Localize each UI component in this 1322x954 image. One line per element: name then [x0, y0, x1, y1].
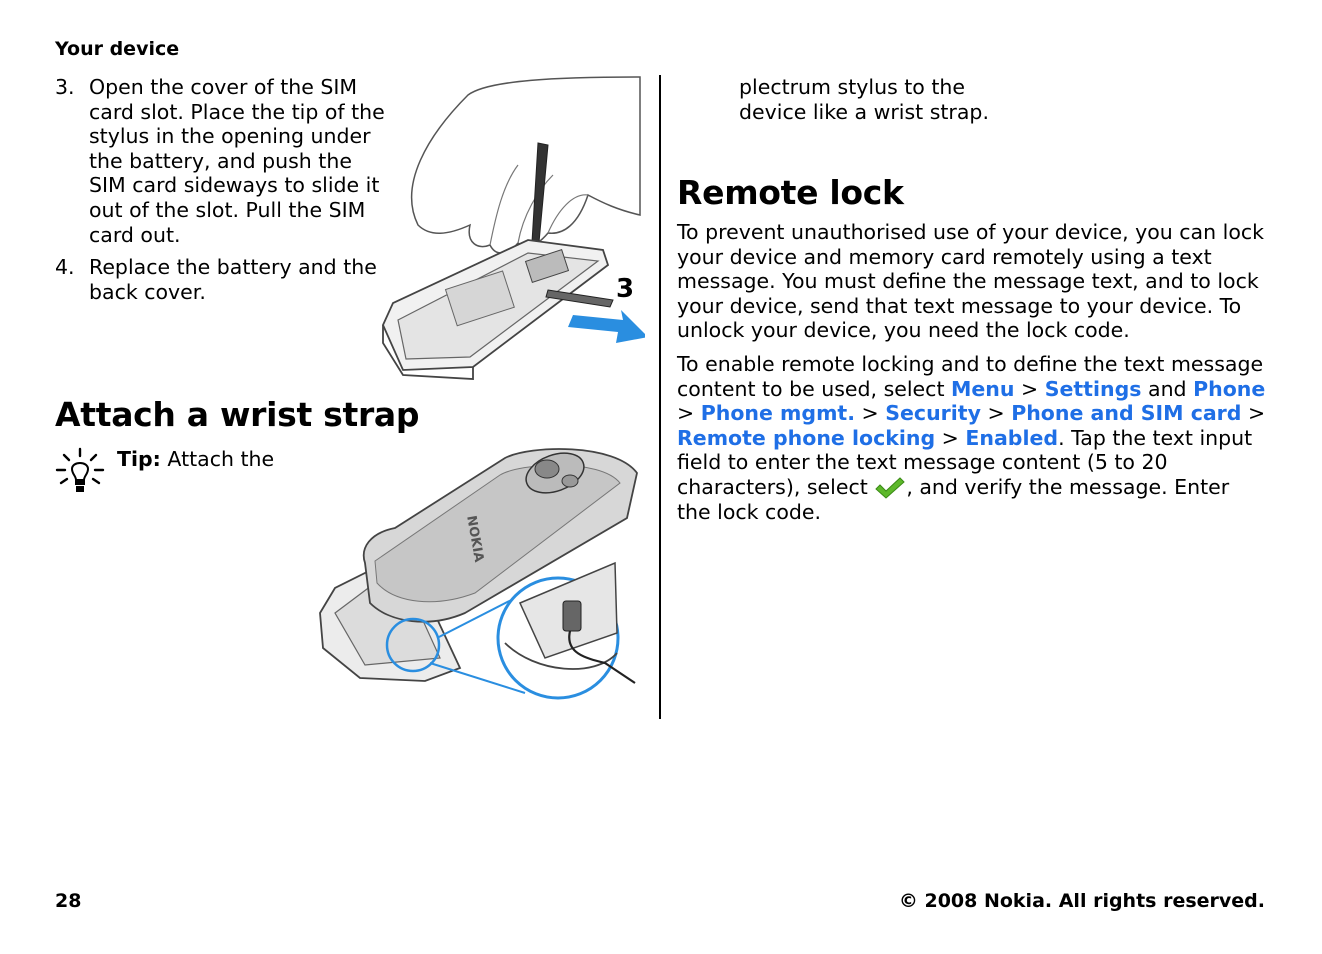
- remote-lock-instructions: To enable remote locking and to define t…: [677, 352, 1269, 525]
- path-separator: >: [855, 401, 886, 426]
- lightbulb-icon: [55, 447, 105, 492]
- running-header: Your device: [55, 38, 180, 60]
- instruction-text: . Tap the text input field to enter the …: [677, 425, 1253, 499]
- step-text: Replace the battery and the back cover.: [89, 255, 377, 304]
- wrist-strap-title: Attach a wrist strap: [55, 395, 420, 434]
- path-separator: >: [677, 401, 701, 426]
- checkmark-icon[interactable]: [874, 476, 906, 500]
- path-separator: >: [1241, 401, 1266, 426]
- menu-link[interactable]: Menu: [951, 376, 1015, 401]
- copyright: © 2008 Nokia. All rights reserved.: [898, 890, 1265, 912]
- step-number: 3.: [55, 75, 75, 99]
- security-link[interactable]: Security: [885, 401, 981, 426]
- instruction-text: , and verify the message. Enter the lock…: [677, 474, 1230, 524]
- page-number: 28: [55, 890, 82, 912]
- instruction-text: To enable remote locking and to define t…: [677, 352, 1264, 401]
- path-separator: >: [1014, 376, 1045, 401]
- column-divider: [659, 75, 661, 719]
- wrist-strap-illustration: NOKIA: [319, 448, 638, 700]
- enabled-link[interactable]: Enabled: [965, 425, 1059, 450]
- step-number: 4.: [55, 255, 75, 280]
- phone-link[interactable]: Phone: [1193, 376, 1266, 401]
- step-text: Open the cover of the SIM card slot. Pla…: [89, 75, 385, 247]
- sim-removal-illustration: 3: [382, 76, 645, 380]
- tip-body: Attach the: [160, 447, 275, 471]
- list-item: 3. Open the cover of the SIM card slot. …: [55, 75, 385, 247]
- path-separator: >: [935, 425, 966, 450]
- and-text: and: [1141, 376, 1194, 401]
- path-separator: >: [980, 401, 1012, 426]
- settings-link[interactable]: Settings: [1044, 376, 1142, 401]
- tip-label: Tip:: [117, 447, 161, 471]
- tip-continued: plectrum stylus to the device like a wri…: [739, 75, 989, 124]
- phone-mgmt-link[interactable]: Phone mgmt.: [700, 401, 856, 426]
- remote-lock-intro: To prevent unauthorised use of your devi…: [677, 220, 1265, 343]
- remote-locking-link[interactable]: Remote phone locking: [677, 425, 936, 450]
- tip-text: Tip: Attach the: [117, 447, 274, 472]
- phone-and-sim-link[interactable]: Phone and SIM card: [1011, 401, 1242, 426]
- list-item: 4. Replace the battery and the back cove…: [55, 255, 385, 304]
- step-list: 3. Open the cover of the SIM card slot. …: [55, 75, 385, 312]
- remote-lock-title: Remote lock: [677, 173, 904, 212]
- figure-step-label: 3: [616, 274, 634, 304]
